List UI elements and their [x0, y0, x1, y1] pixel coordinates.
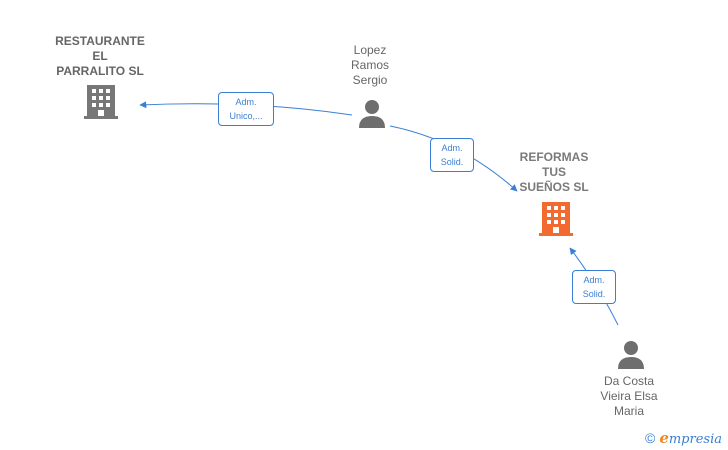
- edge-label-adm-solid-lopez[interactable]: Adm. Solid.: [430, 138, 474, 172]
- copyright-symbol: ©: [644, 430, 656, 446]
- restaurante-node-label[interactable]: RESTAURANTE EL PARRALITO SL: [55, 34, 145, 78]
- person-icon[interactable]: [616, 339, 646, 369]
- reformas-node-label[interactable]: REFORMAS TUS SUEÑOS SL: [519, 150, 589, 194]
- building-icon[interactable]: [539, 200, 573, 236]
- empresia-logo[interactable]: empresia: [659, 429, 722, 447]
- person-icon[interactable]: [357, 98, 387, 128]
- edge-label-adm-solid-dacosta[interactable]: Adm. Solid.: [572, 270, 616, 304]
- building-icon[interactable]: [84, 83, 118, 119]
- footer-brand: © empresia: [645, 429, 722, 447]
- dacosta-node-label[interactable]: Da Costa Vieira Elsa Maria: [600, 374, 658, 418]
- edge-label-adm-unico[interactable]: Adm. Unico,...: [218, 92, 274, 126]
- lopez-node-label[interactable]: Lopez Ramos Sergio: [350, 43, 389, 87]
